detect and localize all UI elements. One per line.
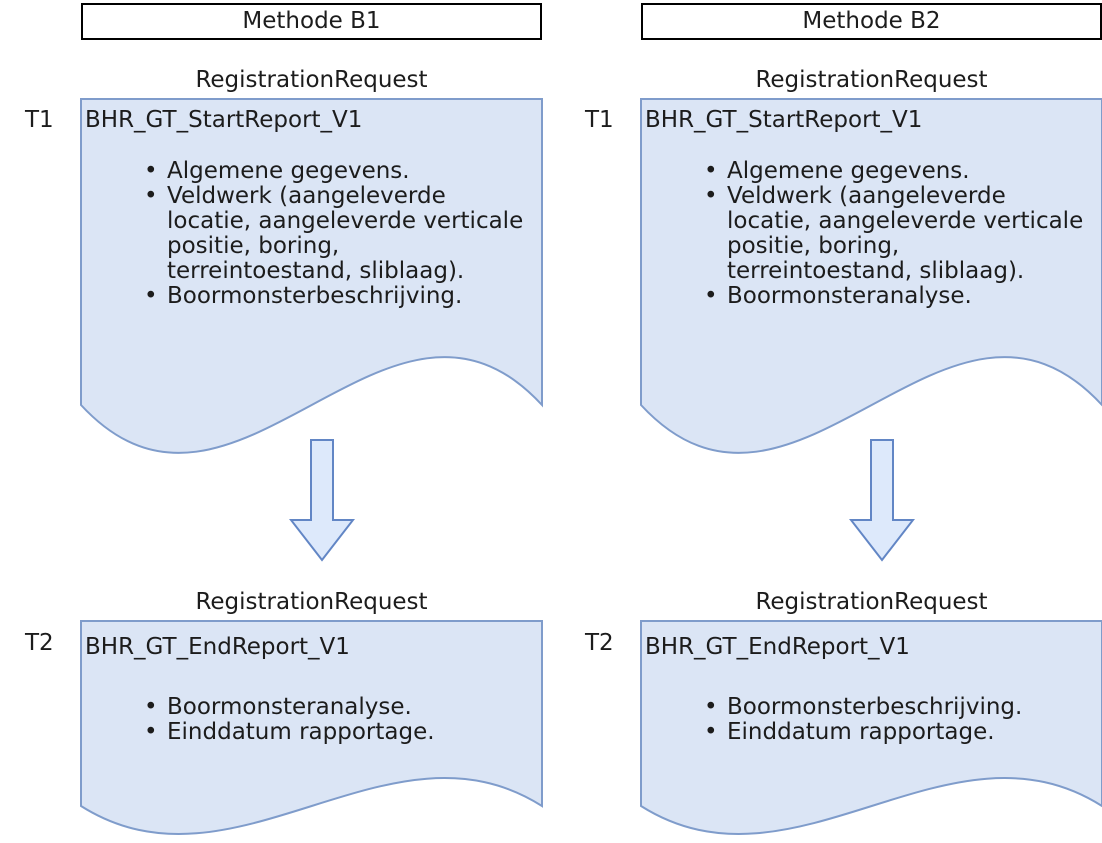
registration-request-label-t1: RegistrationRequest [195,67,428,93]
document-title: BHR_GT_StartReport_V1 [85,107,363,133]
registration-request-label-t2: RegistrationRequest [755,589,988,615]
document-bullet-list: Boormonsteranalyse.Einddatum rapportage. [81,695,542,746]
registration-request-label-t1: RegistrationRequest [755,67,988,93]
document-title: BHR_GT_EndReport_V1 [85,634,350,660]
document-shape-t1-start-report: BHR_GT_StartReport_V1 Algemene gegevens.… [80,98,543,459]
registration-request-label-t2: RegistrationRequest [195,589,428,615]
step-label-t1: T1 [585,107,614,133]
bullet-item: Boormonsterbeschrijving. [144,284,540,310]
step-label-t2: T2 [25,630,54,656]
document-title: BHR_GT_EndReport_V1 [645,634,910,660]
bullet-item: Veldwerk (aangeleverde locatie, aangelev… [704,184,1100,284]
document-bullet-list: Boormonsterbeschrijving.Einddatum rappor… [641,695,1102,746]
bullet-item: Einddatum rapportage. [704,720,1100,746]
methode-b2-column: Methode B2 RegistrationRequest T1 BHR_GT… [585,0,1102,843]
bullet-item: Boormonsteranalyse. [144,695,540,721]
document-bullet-list: Algemene gegevens.Veldwerk (aangeleverde… [641,159,1102,310]
bullet-item: Einddatum rapportage. [144,720,540,746]
bullet-item: Boormonsteranalyse. [704,284,1100,310]
bullet-item: Veldwerk (aangeleverde locatie, aangelev… [144,184,540,284]
down-arrow-icon [289,439,355,562]
down-arrow-icon [849,439,915,562]
methode-b1-header-box: Methode B1 [81,3,542,40]
document-shape-t1-start-report: BHR_GT_StartReport_V1 Algemene gegevens.… [640,98,1102,459]
step-label-t2: T2 [585,630,614,656]
document-title: BHR_GT_StartReport_V1 [645,107,923,133]
bullet-item: Algemene gegevens. [704,159,1100,185]
document-bullet-list: Algemene gegevens.Veldwerk (aangeleverde… [81,159,542,310]
step-label-t1: T1 [25,107,54,133]
methode-b1-header-label: Methode B1 [242,8,381,34]
bullet-item: Algemene gegevens. [144,159,540,185]
methode-b1-column: Methode B1 RegistrationRequest T1 BHR_GT… [25,0,543,843]
methode-b2-header-box: Methode B2 [641,3,1102,40]
document-shape-t2-end-report: BHR_GT_EndReport_V1 Boormonsterbeschrijv… [640,620,1102,843]
bullet-item: Boormonsterbeschrijving. [704,695,1100,721]
methode-b2-header-label: Methode B2 [802,8,941,34]
document-shape-t2-end-report: BHR_GT_EndReport_V1 Boormonsteranalyse.E… [80,620,543,843]
